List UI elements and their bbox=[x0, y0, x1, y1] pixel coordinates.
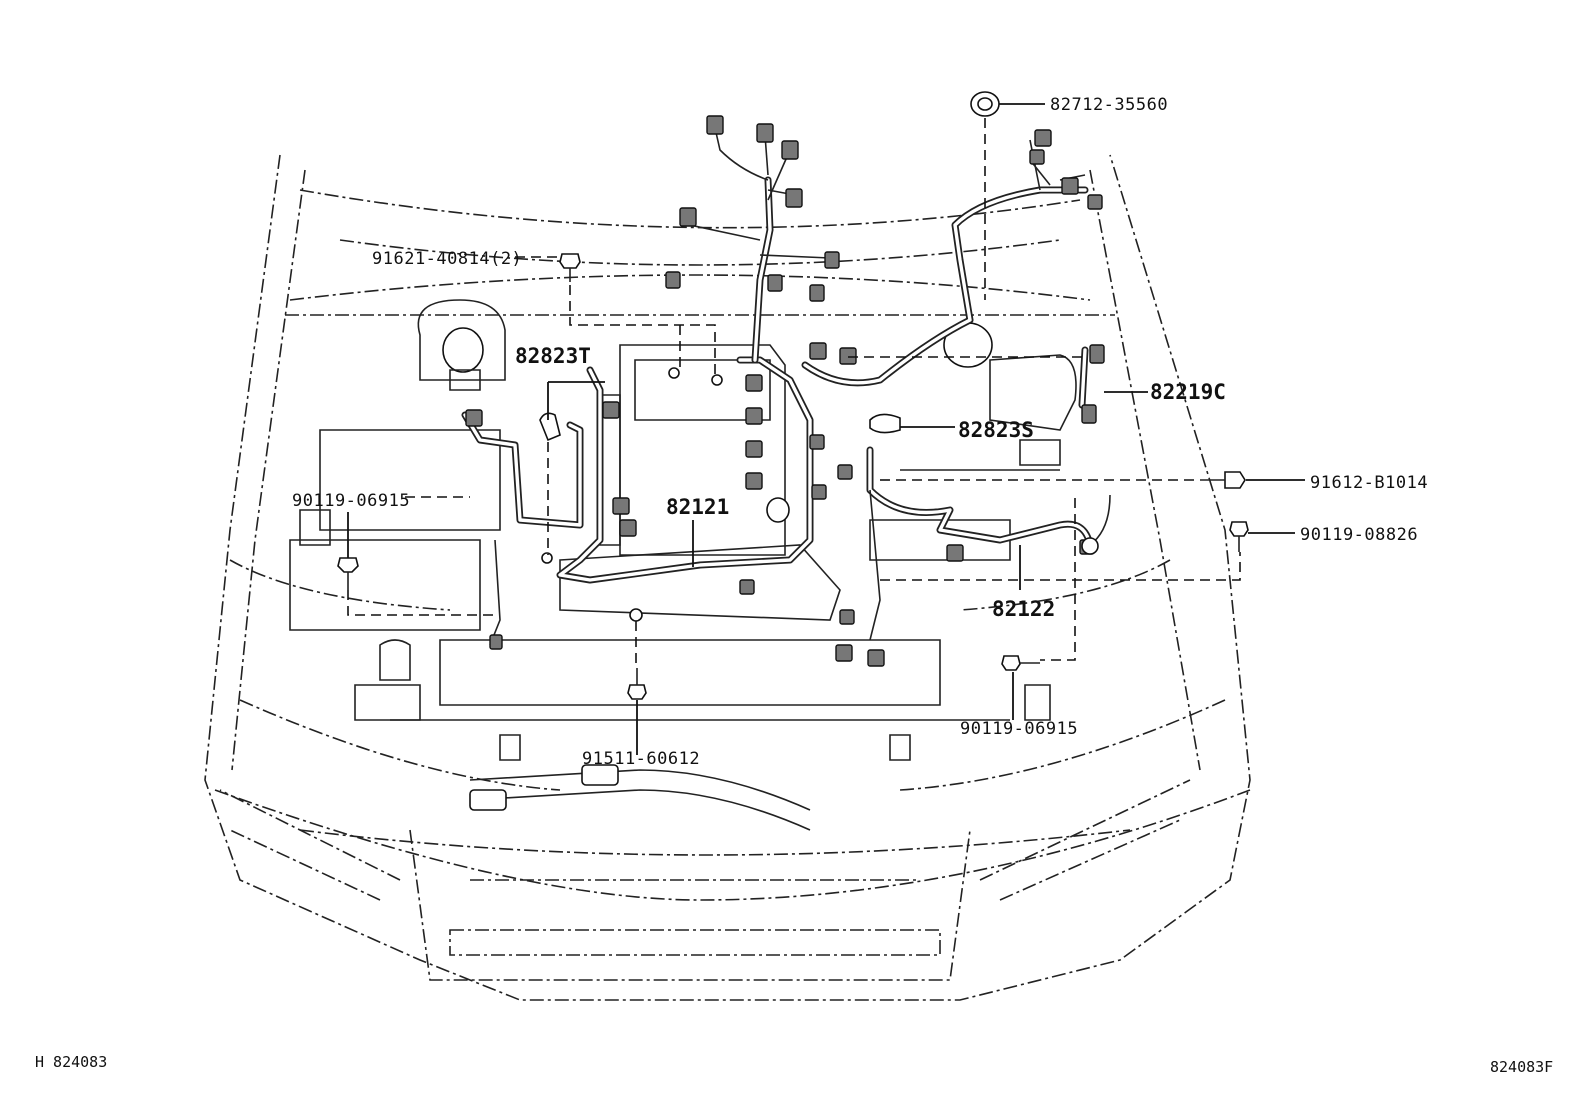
label-90119-06915-left: 90119-06915 bbox=[292, 491, 410, 511]
label-90119-06915-lower: 90119-06915 bbox=[960, 719, 1078, 739]
footer-right-code: 824083F bbox=[1490, 1058, 1553, 1076]
vehicle-body-outline bbox=[204, 154, 1251, 1001]
label-82121: 82121 bbox=[666, 495, 729, 519]
leader-lines bbox=[347, 103, 1305, 755]
label-90119-08826: 90119-08826 bbox=[1300, 525, 1418, 545]
engine-components bbox=[289, 299, 1077, 831]
label-82823S: 82823S bbox=[958, 418, 1034, 442]
wire-harnesses bbox=[461, 127, 1111, 646]
label-82712-35560: 82712-35560 bbox=[1050, 95, 1168, 115]
label-91511-60612: 91511-60612 bbox=[582, 749, 700, 769]
label-91621-40814: 91621-40814(2) bbox=[372, 249, 522, 269]
label-82219C: 82219C bbox=[1150, 380, 1226, 404]
label-91612-B1014: 91612-B1014 bbox=[1310, 473, 1428, 493]
footer: H 824083 824083F bbox=[35, 1053, 1553, 1076]
footer-left-code: H 824083 bbox=[35, 1053, 107, 1071]
label-82122: 82122 bbox=[992, 597, 1055, 621]
fasteners bbox=[337, 91, 1249, 700]
connectors bbox=[465, 115, 1105, 667]
callout-labels: 82712-35560 91621-40814(2) 82823T 82219C… bbox=[292, 95, 1428, 769]
reference-lines bbox=[347, 118, 1241, 668]
label-82823T: 82823T bbox=[515, 344, 591, 368]
